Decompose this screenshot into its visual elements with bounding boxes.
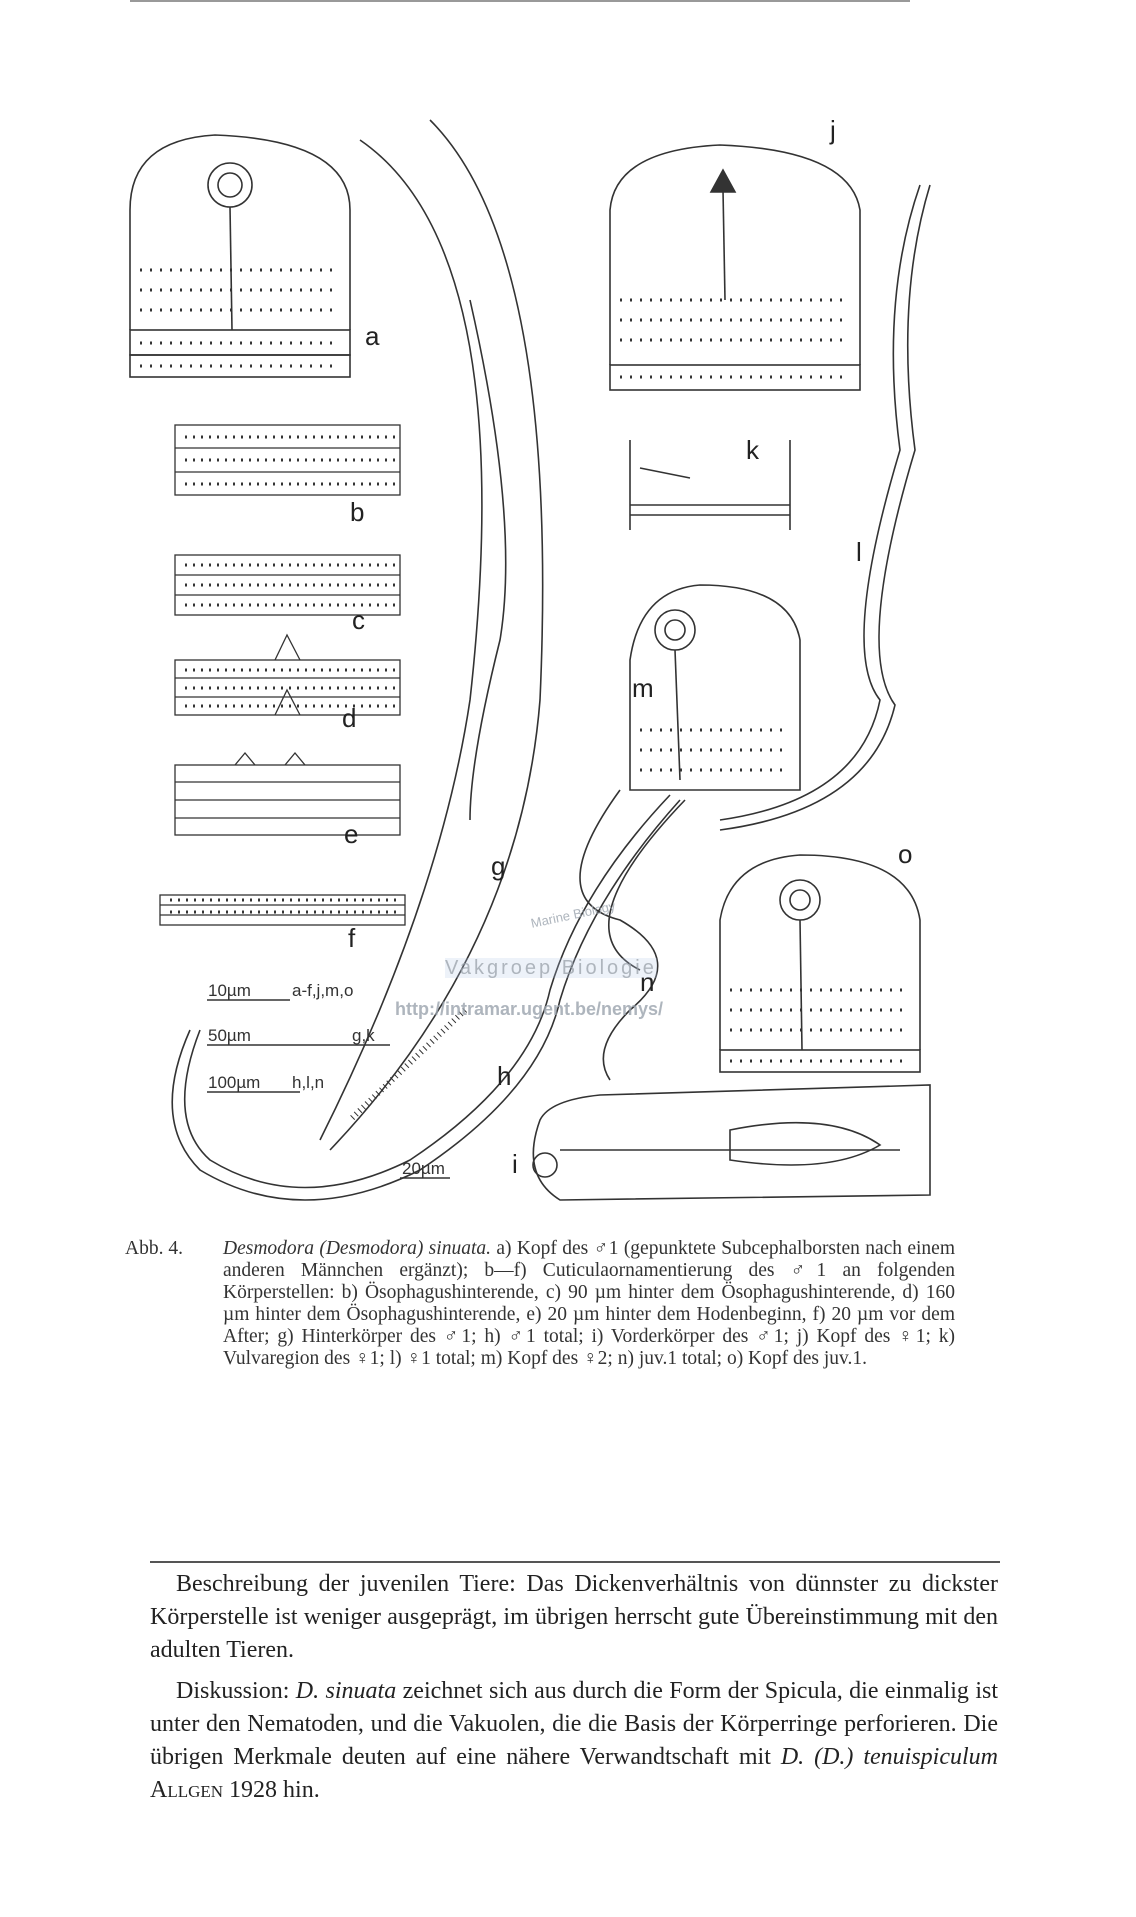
scale-bar-10um: 10µm [208,981,251,1000]
panel-label-e: e [344,819,359,849]
panel-j-head-drawing [609,144,861,391]
caption-text: a) Kopf des ♂1 (gepunktete Subcephalbors… [223,1238,956,1369]
panel-n-juvenile-total-drawing [579,789,686,1081]
panel-i-anterior-body-drawing [532,1084,931,1201]
scale-bar-50um-panels: g,k [352,1026,375,1045]
panel-label-n: n [640,967,655,997]
caption-species: Desmodora (Desmodora) sinuata. [223,1238,491,1259]
scale-bar-20um: 20µm [402,1159,445,1178]
panel-label-l: l [856,537,862,567]
panels-b-f-cuticle-drawings [159,424,406,926]
panel-label-a: a [365,321,380,351]
scale-bar-10um-panels: a-f,j,m,o [292,981,354,1000]
paragraph-juvenile-description: Beschreibung der juvenilen Tiere: Das Di… [150,1571,998,1663]
panel-label-i: i [512,1149,518,1179]
section-divider [150,1561,1000,1563]
paragraph-discussion: Diskussion: D. sinuata zeichnet sich aus… [150,1675,998,1807]
figure-caption: Abb. 4. Desmodora (Desmodora) sinuata. a… [125,1238,955,1369]
species-name-2: D. (D.) tenuispiculum [780,1744,998,1770]
scale-bar-50um: 50µm [208,1026,251,1045]
panel-g-hind-body-drawing [319,119,544,1151]
nematode-figure [129,119,931,1201]
panel-a-head-drawing [129,134,351,378]
author-name: Allgen [150,1777,224,1803]
panel-m-head-drawing [629,584,801,791]
panel-o-head-drawing [719,854,921,1073]
panel-label-h: h [497,1061,512,1091]
scale-bar-100um-panels: h,l,n [292,1073,325,1092]
panel-k-vulva-drawing [629,440,791,530]
scale-bars [207,999,450,1179]
caption-label: Abb. 4. [125,1238,183,1259]
panel-label-o: o [898,839,913,869]
watermark-url: http://intramar.ugent.be/nemys/ [395,999,664,1019]
panel-label-j: j [830,115,836,145]
panel-h-male-total-drawing [171,794,681,1201]
panel-label-m: m [632,673,654,703]
panel-label-f: f [348,923,356,953]
top-rule [130,0,910,2]
body-text: Beschreibung der juvenilen Tiere: Das Di… [150,1568,998,1815]
panel-label-g: g [491,851,506,881]
panel-label-d: d [342,703,357,733]
watermark-vakgroep: Vakgroep Biologie [445,957,657,979]
species-name: D. sinuata [295,1678,397,1704]
panel-l-female-total-drawing [719,184,931,831]
scale-bar-100um: 100µm [208,1073,261,1092]
panel-label-b: b [350,497,365,527]
panel-label-k: k [746,435,759,465]
panel-label-c: c [352,605,365,635]
discussion-lead: Diskussion: [176,1678,296,1704]
discussion-text: zeichnet sich aus durch die Form der Spi… [150,1678,998,1770]
discussion-end: 1928 hin. [223,1777,320,1803]
